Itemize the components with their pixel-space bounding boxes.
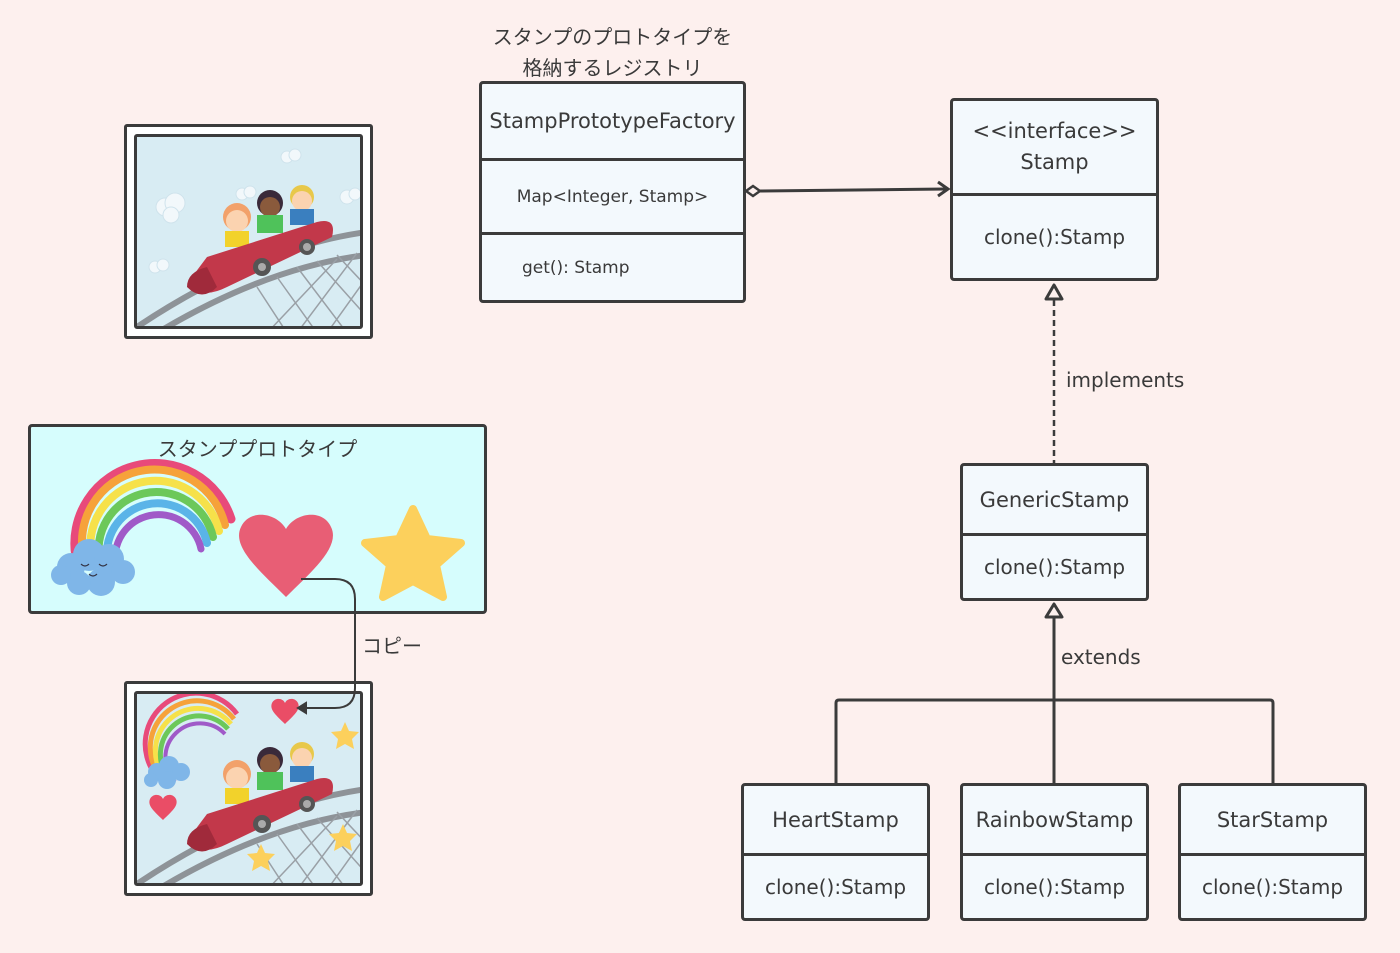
coaster-car-icon bbox=[187, 778, 333, 852]
arrowhead-open-icon bbox=[937, 180, 951, 198]
stamp-prototype-title: スタンププロトタイプ bbox=[157, 437, 358, 461]
implements-connector bbox=[1044, 283, 1064, 463]
registry-note-line2: 格納するレジストリ bbox=[522, 56, 703, 80]
cloud-icon bbox=[148, 148, 360, 274]
extends-connector bbox=[834, 602, 1275, 783]
kid-icons bbox=[223, 185, 314, 247]
stamp-prototype-art bbox=[51, 459, 465, 601]
aggregation-diamond-icon bbox=[743, 184, 763, 198]
picture-stamped bbox=[124, 681, 373, 896]
class-star-stamp[interactable]: StarStamp clone():Stamp bbox=[1178, 783, 1367, 921]
registry-note: スタンプのプロトタイプを 格納するレジストリ bbox=[470, 22, 755, 84]
coaster-scaffold bbox=[256, 252, 360, 326]
class-name: HeartStamp bbox=[772, 807, 899, 832]
class-name: StampPrototypeFactory bbox=[489, 109, 736, 133]
implements-label: implements bbox=[1066, 368, 1185, 392]
rainbow-cloud-stamp-icon bbox=[142, 694, 240, 789]
interface-header: <<interface>> Stamp bbox=[953, 101, 1156, 193]
star-stamp-icon bbox=[361, 505, 465, 601]
interface-stereotype: <<interface>> bbox=[972, 119, 1137, 143]
coaster-car-icon bbox=[187, 221, 333, 295]
class-method: clone():Stamp bbox=[963, 853, 1146, 918]
aggregation-connector bbox=[743, 180, 951, 198]
interface-name: Stamp bbox=[1020, 150, 1089, 174]
class-name: StarStamp bbox=[1216, 807, 1329, 832]
stamp-prototype-panel: スタンププロトタイプ bbox=[28, 424, 487, 614]
class-rainbow-stamp[interactable]: RainbowStamp clone():Stamp bbox=[960, 783, 1149, 921]
rainbow-cloud-stamp-icon bbox=[51, 459, 236, 596]
class-method: clone():Stamp bbox=[963, 533, 1146, 598]
class-field: Map<Integer, Stamp> bbox=[482, 158, 743, 232]
heart-stamp-icon bbox=[271, 698, 299, 724]
class-name: RainbowStamp bbox=[975, 807, 1134, 832]
roller-coaster-with-stamps-illustration bbox=[137, 694, 360, 883]
class-stamp-prototype-factory[interactable]: StampPrototypeFactory Map<Integer, Stamp… bbox=[479, 81, 746, 303]
picture-original bbox=[124, 124, 373, 339]
interface-method: clone():Stamp bbox=[953, 193, 1156, 278]
kid-icons bbox=[223, 742, 314, 804]
class-method: clone():Stamp bbox=[1181, 853, 1364, 918]
inheritance-triangle-icon bbox=[1044, 602, 1064, 619]
star-stamp-icon bbox=[329, 824, 357, 851]
realization-triangle-icon bbox=[1044, 283, 1064, 301]
class-method: get(): Stamp bbox=[482, 232, 743, 300]
interface-stamp[interactable]: <<interface>> Stamp clone():Stamp bbox=[950, 98, 1159, 281]
star-stamp-icon bbox=[247, 844, 275, 871]
class-generic-stamp[interactable]: GenericStamp clone():Stamp bbox=[960, 463, 1149, 601]
picture-stamped-canvas bbox=[134, 691, 363, 886]
roller-coaster-kids-illustration bbox=[137, 148, 360, 326]
class-name: GenericStamp bbox=[979, 487, 1130, 512]
heart-stamp-icon bbox=[239, 514, 333, 597]
extends-label: extends bbox=[1061, 645, 1141, 669]
registry-note-line1: スタンプのプロトタイプを bbox=[492, 25, 733, 49]
class-method: clone():Stamp bbox=[744, 853, 927, 918]
heart-stamp-icon bbox=[149, 794, 177, 820]
class-heart-stamp[interactable]: HeartStamp clone():Stamp bbox=[741, 783, 930, 921]
picture-original-canvas bbox=[134, 134, 363, 329]
copy-label: コピー bbox=[362, 634, 422, 658]
star-stamp-icon bbox=[331, 722, 359, 749]
